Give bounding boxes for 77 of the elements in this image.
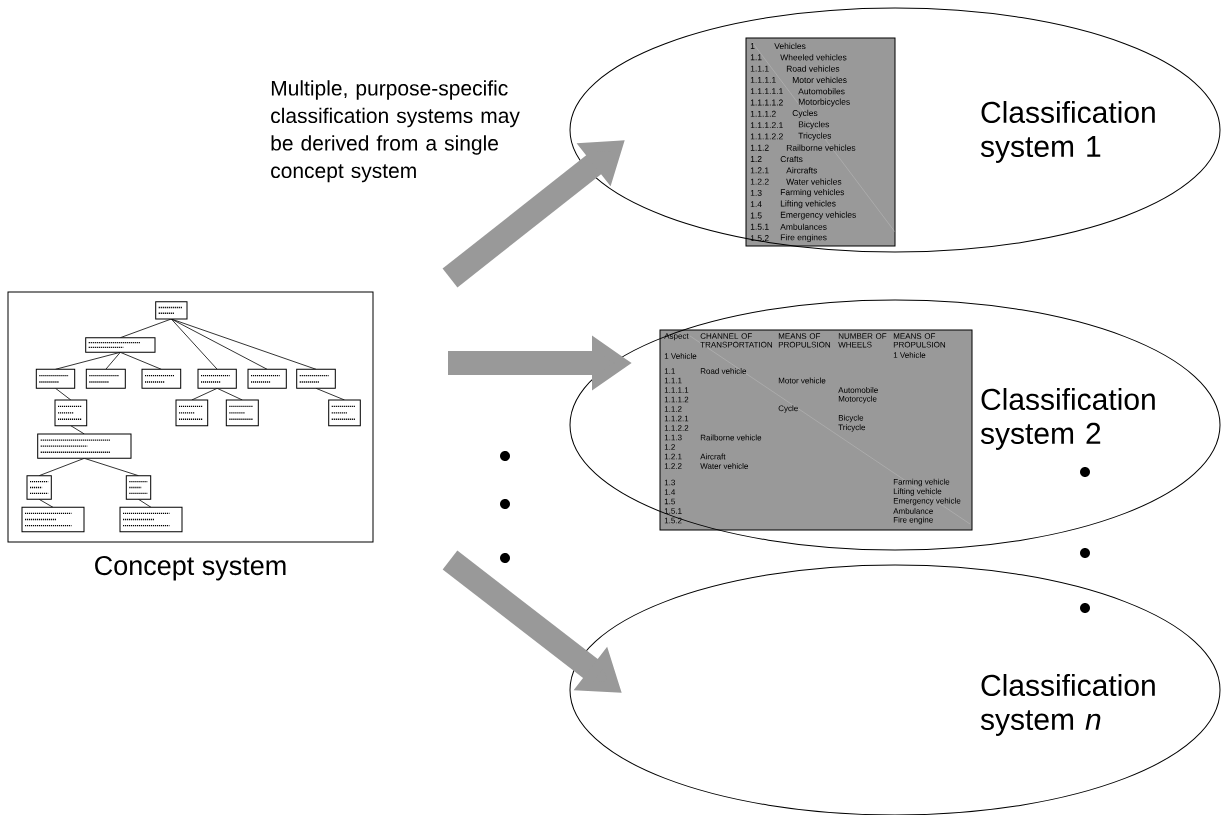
table-cell: 1 — [750, 43, 755, 49]
table-cell: Lifting vehicles — [780, 200, 836, 209]
table-cell: Water vehicle — [700, 463, 748, 469]
table-cell: Ambulances — [780, 223, 827, 230]
table-cell: MEANS OF PROPULSION — [893, 333, 945, 348]
table-cell: Automobile — [838, 387, 878, 393]
table-cell: Bicycle — [838, 414, 864, 423]
table-cell: 1.1.3 — [664, 434, 682, 441]
table-cell: CHANNEL OF TRANSPORTATION — [700, 333, 772, 348]
table-cell: 1.1.1.2 — [664, 396, 689, 403]
table-cell: 1.2.1 — [664, 453, 682, 460]
table-cell: 1 Vehicle — [664, 353, 697, 359]
table-cell: 1.1.1.2.2 — [750, 133, 783, 140]
table-cell: Road vehicles — [786, 65, 840, 72]
table-cell: 1.5.2 — [664, 517, 682, 524]
table-cell: 1.1 — [750, 54, 762, 61]
table-cell: Bicycles — [798, 121, 830, 130]
table-cell: 1.1.1.2.1 — [750, 122, 783, 129]
table-cell: Wheeled vehicles — [780, 54, 847, 61]
table-cell: Aspect — [664, 333, 689, 341]
table-cell: Motor vehicles — [792, 76, 847, 83]
table-cell: Vehicles — [774, 42, 806, 50]
table-cell: Railborne vehicles — [786, 144, 856, 151]
table-cell: 1.1.1.1 — [664, 387, 689, 393]
table-cell: Automobiles — [798, 88, 845, 95]
table-cell: 1.4 — [664, 489, 676, 495]
table-cell: 1.1 — [664, 368, 675, 374]
table-cell: 1.1.2.1 — [664, 415, 689, 422]
table-cell: Motorcycle — [838, 395, 877, 404]
table-cell: 1.1.2 — [664, 406, 682, 412]
table-cell: 1.2.2 — [750, 178, 769, 185]
table-cell: 1.5.1 — [750, 223, 769, 230]
table-cell: 1.5 — [664, 498, 675, 505]
table-cell: Farming vehicle — [893, 478, 950, 487]
table-cell: 1.2 — [664, 444, 675, 450]
table-cell: 1.2.1 — [750, 167, 769, 174]
table-cell: Ambulance — [893, 508, 933, 514]
table-cell: Crafts — [780, 155, 803, 163]
table-cell: Emergency vehicle — [893, 497, 961, 506]
table-cell: NUMBER OF WHEELS — [838, 333, 887, 348]
node-label: Concept system — [95, 556, 286, 581]
note-text: Multiple, purpose-specific classification systems may be derived from a single concept system — [271, 80, 520, 183]
table-cell: 1.1.1.1.2 — [750, 99, 783, 106]
table-cell: 1.5 — [750, 212, 762, 219]
table-cell: 1.3 — [664, 479, 675, 486]
table-cell: 1.5.1 — [664, 508, 682, 514]
table-cell: 1.1.2.2 — [664, 425, 689, 431]
table-cell: 1.1.1.2 — [750, 110, 776, 117]
table-cell: Road vehicle — [700, 368, 747, 374]
table-cell: Lifting vehicle — [893, 488, 942, 496]
table-cell: Cycles — [792, 109, 818, 118]
table-cell: Farming vehicles — [780, 188, 845, 197]
table-cell: 1.4 — [750, 201, 762, 208]
table-cell: 1.5.2 — [750, 235, 769, 242]
table-cell: Motor vehicle — [778, 377, 826, 384]
table-cell: Fire engines — [780, 234, 827, 243]
table-cell: Fire engine — [893, 516, 933, 525]
table-cell: Cycle — [778, 405, 798, 413]
table-cell: 1 Vehicle — [893, 352, 926, 358]
table-cell: 1.1.1 — [750, 65, 769, 72]
table-cell: Aircrafts — [786, 167, 818, 174]
table-cell: MEANS OF PROPULSION — [778, 333, 830, 348]
table-cell: Motorbicycles — [798, 98, 850, 107]
table-cell: 1.1.1 — [664, 377, 682, 384]
table-cell: Tricycles — [798, 132, 832, 141]
table-cell: 1.1.1.1.1 — [750, 88, 783, 95]
table-cell: 1.3 — [750, 189, 762, 196]
table-cell: Railborne vehicle — [700, 434, 762, 441]
table-cell: Water vehicles — [786, 178, 842, 185]
concept-system-box: Concept system — [7, 291, 374, 581]
table-cell: Emergency vehicles — [780, 211, 856, 220]
table-cell: 1.2 — [750, 156, 762, 162]
table-cell: 1.1.2 — [750, 144, 769, 151]
table-cell: Aircraft — [700, 453, 726, 460]
table-cell: 1.2.2 — [664, 463, 682, 469]
table-cell: 1.1.1.1 — [750, 76, 776, 83]
table-cell: Tricycle — [838, 424, 866, 432]
